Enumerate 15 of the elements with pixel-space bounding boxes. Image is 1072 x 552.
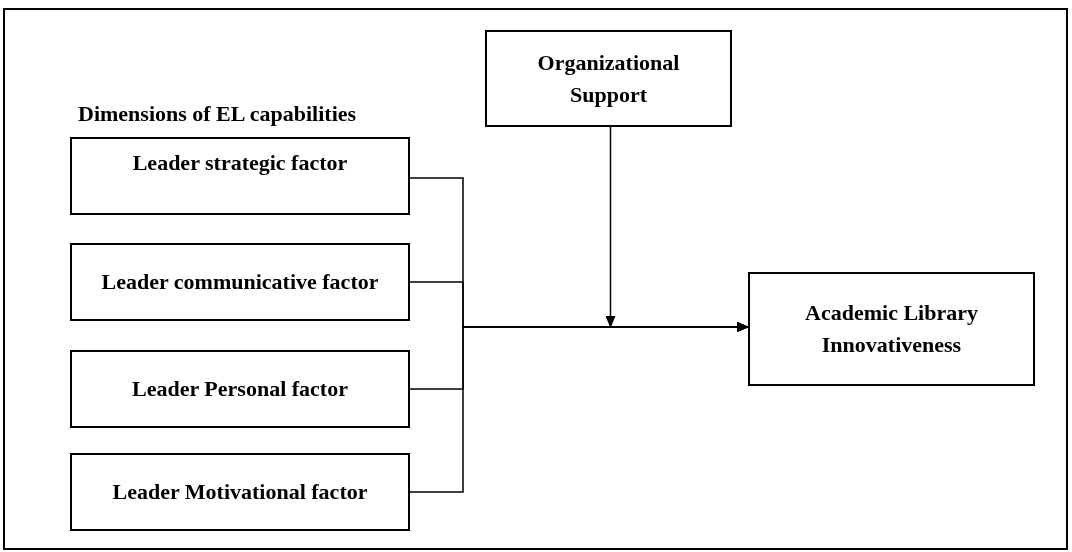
box-label: Leader strategic factor [132, 149, 348, 177]
process-box [748, 272, 1035, 386]
box-label: Academic Library Innovativeness [804, 299, 979, 359]
group-heading: Dimensions of EL capabilities [78, 100, 357, 128]
process-box [70, 243, 410, 321]
box-label: Leader Motivational factor [112, 478, 368, 507]
process-box [485, 30, 732, 127]
box-label: Leader Personal factor [132, 375, 348, 404]
box-label: Organizational Support [536, 48, 681, 109]
process-box [70, 350, 410, 428]
arrow [409, 322, 749, 493]
process-box [70, 137, 410, 215]
arrow [605, 126, 616, 328]
box-label: Leader communicative factor [101, 268, 379, 297]
process-box [70, 453, 410, 531]
